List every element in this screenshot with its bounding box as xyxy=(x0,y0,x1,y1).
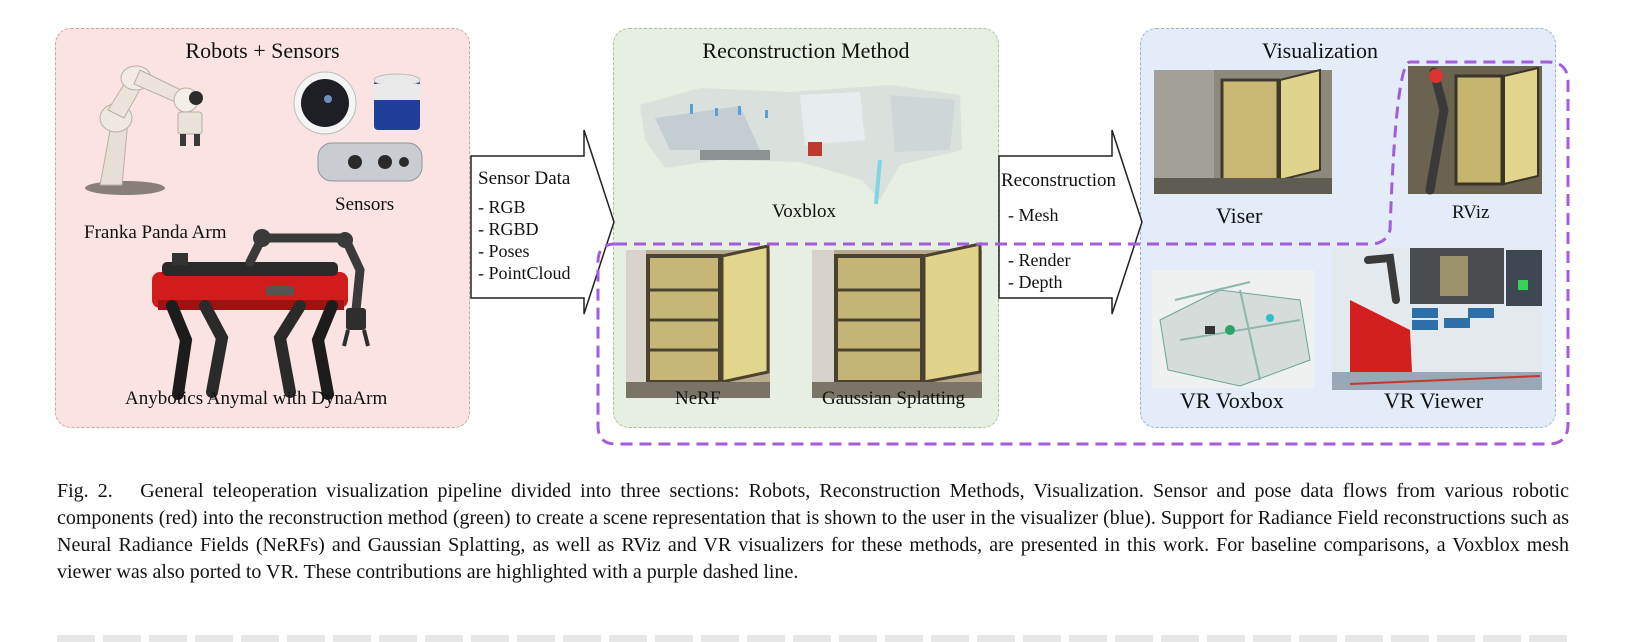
next-paragraph-cutoff xyxy=(57,633,1569,642)
sensor-data-arrow xyxy=(470,129,615,315)
viser-image xyxy=(1154,68,1332,194)
sensors-image xyxy=(293,71,423,182)
vr-voxbox-image xyxy=(1152,270,1314,388)
reconstruction-mesh-item: - Mesh xyxy=(1008,205,1059,225)
sensor-data-heading: Sensor Data xyxy=(478,168,571,189)
reconstruction-render-item: - Render xyxy=(1008,250,1071,270)
reconstruction-depth-item: - Depth xyxy=(1008,272,1063,292)
anymal-image xyxy=(152,229,370,400)
caption-label: Fig. 2. xyxy=(57,480,113,502)
figure-caption: Fig. 2. General teleoperation visualizat… xyxy=(57,478,1569,586)
gaussian-splatting-label: Gaussian Splatting xyxy=(822,388,966,409)
sensor-data-item: - PointCloud xyxy=(478,263,571,283)
viser-label: Viser xyxy=(1216,203,1263,228)
voxblox-image xyxy=(640,85,962,205)
vr-voxbox-label: VR Voxbox xyxy=(1180,388,1284,413)
sensor-data-item: - RGBD xyxy=(478,219,539,239)
visualization-title: Visualization xyxy=(1262,38,1378,63)
vr-viewer-label: VR Viewer xyxy=(1384,388,1484,413)
nerf-image xyxy=(626,244,770,398)
voxblox-label: Voxblox xyxy=(772,201,837,222)
nerf-label: NeRF xyxy=(675,388,721,409)
sensor-data-item: - RGB xyxy=(478,197,526,217)
anymal-label: Anybotics Anymal with DynaArm xyxy=(125,388,388,409)
reconstruction-title: Reconstruction Method xyxy=(702,38,910,63)
reconstruction-arrow xyxy=(998,129,1143,315)
vr-viewer-image xyxy=(1332,248,1542,390)
franka-arm-image xyxy=(85,65,203,195)
rviz-image xyxy=(1408,66,1542,195)
sensor-data-item: - Poses xyxy=(478,241,530,261)
sensor-data-text: Sensor Data - RGB - RGBD - Poses - Point… xyxy=(478,168,571,284)
robots-title: Robots + Sensors xyxy=(185,38,340,63)
caption-text: General teleoperation visualization pipe… xyxy=(57,480,1569,583)
sensors-label: Sensors xyxy=(335,194,395,215)
reconstruction-arrow-text: Reconstruction xyxy=(1001,170,1116,198)
reconstruction-heading: Reconstruction xyxy=(1001,170,1117,191)
franka-label: Franka Panda Arm xyxy=(84,222,227,243)
gaussian-splatting-image xyxy=(812,242,982,398)
rviz-label: RViz xyxy=(1452,202,1490,223)
